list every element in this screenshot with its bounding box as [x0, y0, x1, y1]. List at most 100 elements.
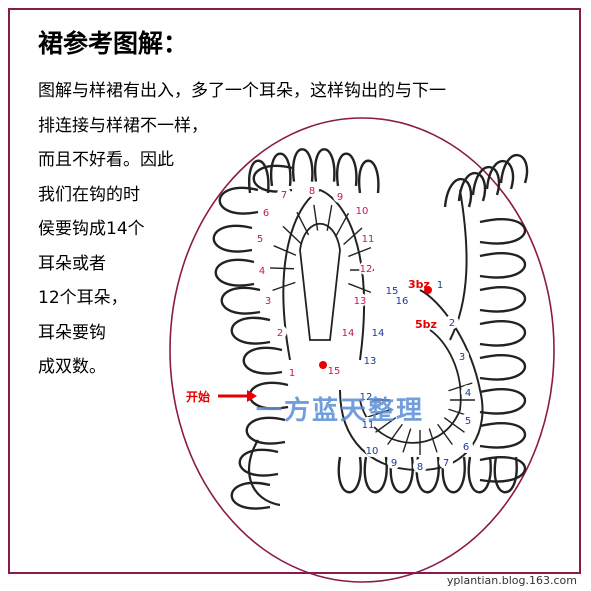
outer-chain-loop — [443, 177, 473, 208]
loop-number-badge — [461, 385, 475, 399]
loop-number-badge — [387, 455, 401, 469]
start-arrow-head — [247, 390, 257, 402]
loop-number: 6 — [463, 442, 469, 453]
stitch-mark — [443, 417, 465, 433]
stitch-mark — [313, 204, 319, 231]
outer-chain-loop — [479, 456, 526, 483]
loop-number-badge — [455, 349, 469, 363]
page-title: 裙参考图解： — [38, 29, 189, 58]
loop-number-badge — [413, 459, 427, 473]
loop-number: 7 — [281, 190, 287, 201]
loop-number: 10 — [356, 206, 369, 217]
outer-chain-loop — [269, 152, 292, 187]
stitch-mark — [437, 423, 453, 445]
loop-number-badge — [359, 261, 373, 275]
description-line: 而且不好看。因此 — [38, 150, 174, 170]
inner-chain-loop — [299, 223, 341, 341]
footer-url: yplantian.blog.163.com — [446, 574, 577, 587]
loop-number: 1 — [437, 280, 443, 291]
loop-number-badge — [445, 315, 459, 329]
loop-number-badge — [371, 325, 385, 339]
stitch-mark — [326, 205, 333, 231]
stitch-mark — [367, 408, 392, 418]
stitch-mark — [272, 281, 296, 292]
loop-number-badge — [273, 325, 287, 339]
watermark: 一方蓝天整理 — [256, 396, 425, 426]
loop-number-badge — [333, 189, 347, 203]
description-line: 侯要钩成14个 — [38, 219, 145, 239]
start-label: 开始 — [186, 390, 211, 404]
stitch-mark — [448, 382, 473, 392]
loop-number: 11 — [362, 234, 375, 245]
outer-chain-loop — [363, 456, 388, 494]
loop-number: 4 — [259, 266, 265, 277]
description-line: 成双数。 — [38, 357, 106, 377]
outer-chain-loop — [214, 258, 255, 287]
description-text: 图解与样裙有出入，多了一个耳朵，这样钩出的与下一 排连接与样裙不一样， 而且不好… — [38, 74, 446, 385]
loop-number: 4 — [465, 388, 471, 399]
description-line: 12个耳朵， — [38, 288, 128, 308]
outer-chain-loop — [479, 422, 526, 449]
outer-chain-loop — [252, 164, 293, 193]
outer-chain-loop — [230, 481, 271, 510]
join-dot — [319, 361, 327, 369]
loop-number: 15 — [386, 286, 399, 297]
loop-number: 8 — [309, 186, 315, 197]
outer-chain-loop — [313, 148, 336, 182]
outer-chain-loop — [479, 218, 526, 245]
inner-chain-loop — [248, 439, 281, 507]
loop-number-badge — [277, 187, 291, 201]
loop-number: 16 — [396, 296, 409, 307]
outer-chain-loop — [457, 171, 487, 202]
outer-chain-loop — [479, 286, 526, 313]
loop-number: 6 — [263, 208, 269, 219]
stitch-mark — [343, 227, 363, 246]
outer-chain-loop — [218, 186, 259, 215]
description-line: 我们在钩的时 — [38, 184, 140, 205]
diagram-oval — [169, 117, 555, 583]
join-dot — [424, 286, 432, 294]
loop-number: 5 — [257, 234, 263, 245]
outer-chain-loop — [357, 159, 380, 194]
loop-number: 2 — [277, 328, 283, 339]
loop-number-badge — [459, 439, 473, 453]
inner-chain-loop — [282, 188, 365, 361]
tag-3bz: 3bz — [408, 278, 430, 291]
outer-chain-loop — [220, 286, 261, 315]
stitch-mark — [375, 417, 397, 433]
loop-number-badge — [439, 455, 453, 469]
outer-chain-loop — [335, 152, 358, 187]
loop-number-badge — [361, 231, 375, 245]
loop-number: 13 — [354, 296, 367, 307]
loop-number: 13 — [364, 356, 377, 367]
loop-number-badge — [433, 277, 447, 291]
loop-number: 12 — [360, 264, 373, 275]
description-line: 耳朵要钩 — [38, 322, 106, 343]
stitch-mark — [335, 212, 350, 236]
outer-chain-loop — [212, 224, 253, 253]
stitch-mark — [402, 428, 412, 453]
loop-number-badge — [253, 231, 267, 245]
loop-number-badge — [363, 353, 377, 367]
loop-number: 3 — [265, 296, 271, 307]
stitch-mark — [296, 211, 310, 236]
loop-number: 14 — [342, 328, 355, 339]
description-line: 耳朵或者 — [38, 253, 106, 274]
outer-chain-loop — [479, 354, 526, 381]
page-frame — [8, 8, 581, 574]
outer-chain-loop — [247, 159, 270, 194]
loop-number: 12 — [360, 392, 373, 403]
outer-chain-loop — [291, 148, 314, 182]
stitch-mark — [273, 245, 297, 256]
loop-number-badge — [353, 293, 367, 307]
outer-chain-loop — [479, 320, 526, 347]
loop-number-badge — [355, 203, 369, 217]
loop-number-badge — [285, 365, 299, 379]
outer-chain-loop — [242, 346, 283, 375]
description-line: 图解与样裙有出入，多了一个耳朵，这样钩出的与下一 — [38, 81, 446, 101]
outer-chain-loop — [238, 448, 279, 477]
outer-chain-loop — [479, 252, 526, 279]
loop-number: 2 — [449, 318, 455, 329]
